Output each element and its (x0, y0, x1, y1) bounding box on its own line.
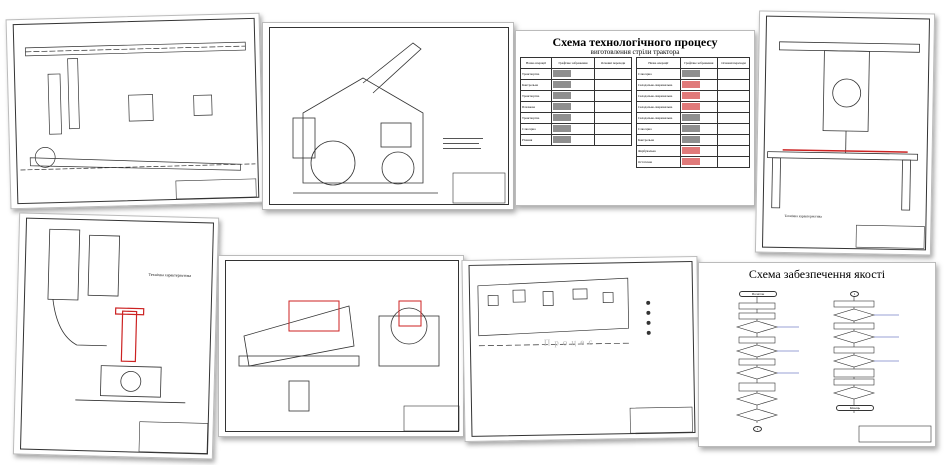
table-cell (594, 90, 632, 102)
col-header: Назва операції (636, 57, 681, 69)
table-cell: Складально-зварювальна (636, 90, 681, 102)
table-cell (594, 79, 632, 91)
table-cell (594, 68, 632, 80)
drawing-sheet-fixture (218, 255, 464, 437)
table-cell (679, 145, 719, 157)
col-header: Графічне зображення (679, 57, 719, 69)
cutter-icon (552, 103, 571, 110)
table-cell (550, 112, 596, 124)
table-cell (679, 101, 719, 113)
table-cell (550, 68, 596, 80)
table-cell: Остаточна (636, 156, 681, 168)
quality-flowchart (735, 293, 932, 443)
table-cell: Транспортна (520, 68, 552, 80)
table-cell (594, 134, 632, 146)
table-cell (550, 123, 596, 135)
boom-drawing (20, 41, 257, 200)
quality-title: Схема забезпечення якості (748, 267, 886, 281)
gauge-icon (681, 136, 700, 143)
table-cell: Слюсарна (636, 123, 681, 135)
saw-icon (552, 136, 571, 143)
table-cell (717, 145, 750, 157)
col-header: Графічне зображення (550, 57, 596, 69)
crane-drawing (292, 42, 506, 204)
file-icon (681, 125, 700, 132)
drawing-sheet-welding-rig: Технічна характеристика (754, 10, 936, 256)
tech-process-title: Схема технологічного процесу (552, 35, 718, 49)
table-cell (717, 112, 750, 124)
tools-icon (552, 125, 571, 132)
drawing-sheet-boom (5, 12, 265, 210)
conveyor-icon (681, 158, 700, 165)
table-cell: Фарбувальна (636, 145, 681, 157)
crane-icon (552, 114, 571, 121)
welding-head-drawing (47, 228, 209, 454)
crane-icon (552, 92, 571, 99)
process-line-drawing (477, 277, 693, 434)
table-cell (717, 134, 750, 146)
characteristics-label: Технічна характеристика (148, 271, 192, 278)
fixture-drawing (238, 300, 460, 432)
tech-process-sheet: Схема технологічного процесу виготовленн… (515, 30, 755, 206)
drawing-sheet-crane (262, 22, 514, 210)
table-cell (679, 90, 719, 102)
table-cell: Різання (520, 134, 552, 146)
quality-sheet: Схема забезпечення якості Початок 1 Кіне… (698, 262, 936, 447)
table-cell (717, 68, 750, 80)
welder-icon (681, 103, 700, 110)
paint-icon (681, 147, 700, 154)
table-cell: Транспортна (520, 90, 552, 102)
table-cell (679, 134, 719, 146)
table-cell (679, 68, 719, 80)
table-cell (717, 156, 750, 168)
flow-end: Кінець (836, 405, 874, 411)
process-label: Процес (543, 336, 597, 348)
table-cell (550, 79, 596, 91)
characteristics-label: Технічна характеристика (784, 213, 822, 219)
col-header: Назва операції (520, 57, 552, 69)
table-cell (594, 123, 632, 135)
table-cell: Складально-зварювальна (636, 112, 681, 124)
table-cell (717, 101, 750, 113)
table-cell (679, 112, 719, 124)
bench-icon (681, 70, 700, 77)
table-cell (717, 123, 750, 135)
drawing-sheet-welding-head: Технічна характеристика (12, 212, 220, 460)
table-cell (717, 90, 750, 102)
table-cell: Складально-зварювальна (636, 101, 681, 113)
flow-connector: 1 (753, 426, 762, 432)
table-cell (550, 90, 596, 102)
table-cell: Складально-зварювальна (636, 79, 681, 91)
table-cell: Транспортна (520, 112, 552, 124)
drawing-sheet-process-line: Процес (461, 255, 701, 443)
table-cell: Контрольна (636, 134, 681, 146)
flow-start: Початок (739, 291, 777, 297)
boom-icon (681, 114, 700, 121)
welder-icon (681, 92, 700, 99)
welder-icon (681, 81, 700, 88)
table-cell (594, 112, 632, 124)
table-cell (550, 101, 596, 113)
col-header: Основні переходи (717, 57, 750, 69)
table-cell: Слюсарна (636, 68, 681, 80)
flow-connector: 1 (850, 291, 859, 297)
truck-icon (552, 70, 571, 77)
table-cell (679, 79, 719, 91)
col-header: Основні переходи (594, 57, 632, 69)
table-cell (550, 134, 596, 146)
document-icon (552, 81, 571, 88)
welding-rig-drawing (767, 41, 925, 249)
tech-process-subtitle: виготовлення стріли трактора (590, 48, 680, 56)
table-cell (679, 123, 719, 135)
table-cell (679, 156, 719, 168)
table-cell: Слюсарна (520, 123, 552, 135)
table-cell (717, 79, 750, 91)
table-cell: Контрольна (520, 79, 552, 91)
table-cell: Плазмова (520, 101, 552, 113)
table-cell (594, 101, 632, 113)
